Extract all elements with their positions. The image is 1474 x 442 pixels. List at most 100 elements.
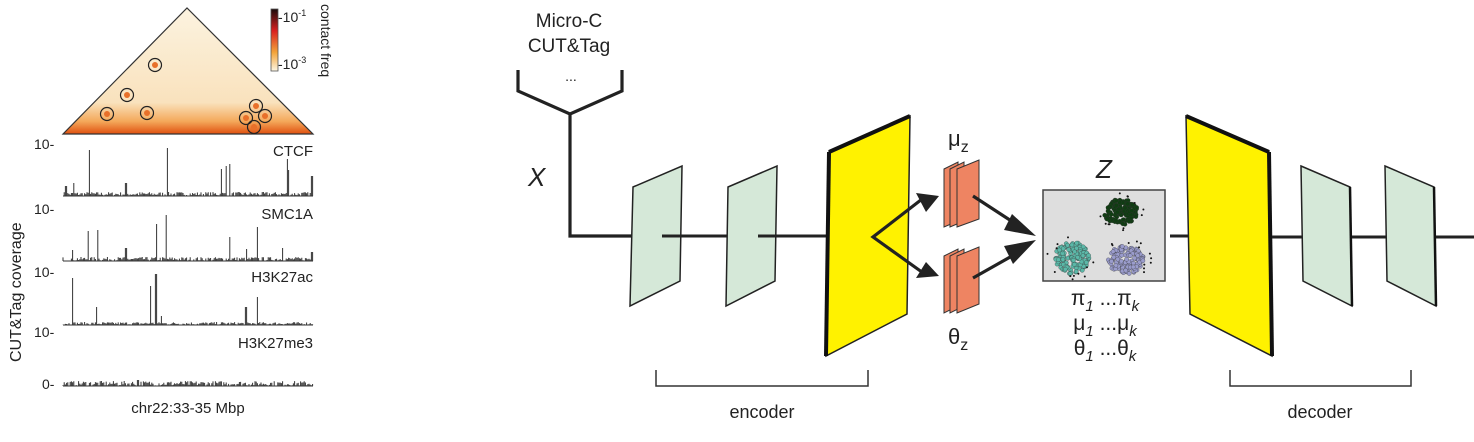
mu-z-layer	[956, 159, 980, 228]
encoder-dense-layer-1	[629, 164, 683, 308]
cluster-point	[1140, 258, 1146, 264]
cluster-point	[1135, 253, 1140, 258]
track-signal-smc1a	[62, 215, 314, 262]
track-zero-tick-h3k27me3: 0-	[42, 376, 55, 392]
cluster-point	[1109, 259, 1114, 264]
decoder-label: decoder	[1287, 402, 1352, 422]
layer-edge	[824, 151, 831, 357]
x-axis-label: chr22:33-35 Mbp	[131, 400, 244, 417]
track-tick-smc1a: 10-	[34, 201, 55, 217]
mu-z-stack: μz	[943, 126, 980, 228]
cluster-point	[1114, 203, 1119, 208]
latent-symbol-z: Z	[1095, 154, 1113, 184]
theta-z-layer	[956, 246, 980, 314]
input-symbol-x: X	[527, 162, 547, 192]
outlier-point	[1067, 236, 1069, 239]
gmm-param-mu: μ1 ...μk	[1073, 312, 1138, 340]
cluster-point	[1069, 242, 1075, 248]
outlier-point	[1071, 278, 1074, 281]
outlier-point	[1127, 242, 1130, 244]
loop-spot	[251, 124, 257, 130]
contact-map	[61, 7, 315, 135]
latent-space: Z	[1042, 154, 1166, 282]
coverage-tracks: 10- CTCF 10- SMC1A 10- H3K27ac 10- H3K27…	[34, 136, 313, 392]
outlier-point	[1110, 243, 1113, 245]
cluster-point	[1105, 205, 1111, 210]
bracket	[655, 370, 869, 387]
outlier-point	[1148, 252, 1151, 255]
split-connector	[870, 194, 927, 277]
loop-spot	[152, 62, 158, 68]
input-label-cuttag: CUT&Tag	[528, 36, 610, 57]
decoder-bottleneck-layer	[1185, 114, 1273, 358]
cluster-point	[1073, 269, 1079, 274]
cluster-point	[1126, 219, 1132, 224]
outlier-point	[1122, 229, 1125, 232]
cluster-point	[1122, 205, 1128, 211]
outlier-point	[1142, 208, 1145, 211]
outlier-point	[1107, 223, 1110, 226]
arrowhead	[1004, 240, 1036, 264]
cluster-point	[1129, 202, 1135, 208]
outlier-point	[1118, 192, 1121, 195]
cluster-point	[1129, 208, 1135, 213]
track-label-ctcf: CTCF	[273, 143, 313, 160]
cluster-point	[1120, 217, 1126, 222]
cluster-point	[1130, 264, 1136, 270]
outlier-point	[1135, 240, 1138, 243]
gmm-parameters: π1 ...πk μ1 ...μk θ1 ...θk	[1071, 287, 1141, 365]
layer-edge	[1432, 186, 1438, 307]
colorbar-tick-high: -10-1	[278, 8, 306, 25]
cluster-point	[1127, 253, 1133, 258]
cluster-point	[1124, 257, 1129, 262]
input-label-microc: Micro-C	[536, 11, 603, 32]
cluster-point	[1074, 245, 1079, 251]
loop-spot	[104, 111, 110, 117]
cluster-point	[1102, 212, 1107, 218]
cluster-point	[1134, 205, 1139, 210]
cluster-point	[1057, 247, 1062, 253]
bracket	[1229, 370, 1412, 387]
cluster-point	[1072, 249, 1077, 254]
colorbar: -10-1 -10-3 contact freq	[270, 4, 334, 77]
cluster-point	[1117, 200, 1123, 205]
loop-spot	[243, 115, 249, 121]
cluster-point	[1060, 246, 1066, 251]
outlier-point	[1140, 214, 1143, 217]
outlier-point	[1122, 227, 1125, 230]
cluster-point	[1119, 252, 1125, 258]
track-tick-ctcf: 10-	[34, 136, 55, 152]
cluster-point	[1111, 254, 1117, 260]
cluster-point	[1074, 240, 1079, 246]
loop-circle	[147, 57, 163, 73]
arrowhead-down	[916, 262, 939, 278]
cluster-point	[1079, 259, 1085, 265]
encoder-dense-layer-2	[725, 164, 778, 308]
colorbar-label: contact freq	[318, 4, 334, 77]
cluster-point	[1131, 260, 1136, 266]
loop-circle	[246, 119, 262, 135]
outlier-point	[1099, 215, 1102, 218]
cluster-point	[1109, 212, 1114, 217]
cluster-point	[1115, 209, 1120, 215]
track-label-h3k27ac: H3K27ac	[251, 269, 313, 286]
decoder-bracket: decoder	[1229, 370, 1412, 422]
loop-markers	[99, 57, 273, 135]
cluster-point	[1084, 260, 1089, 265]
cluster-point	[1104, 216, 1110, 222]
cluster-point	[1080, 244, 1086, 250]
cluster-point	[1072, 262, 1077, 267]
decoder-dense-layer-1	[1300, 164, 1353, 308]
outlier-point	[1092, 261, 1095, 264]
decoder-dense-layer-2	[1384, 164, 1437, 308]
loop-circle	[238, 110, 254, 126]
outlier-point	[1056, 243, 1059, 246]
theta-z-label: θz	[948, 324, 968, 354]
encoder-label: encoder	[729, 402, 794, 422]
colorbar-tick-low: -10-3	[278, 55, 306, 72]
arrowhead-up	[916, 193, 939, 212]
loop-circle	[139, 105, 155, 121]
outlier-point	[1150, 257, 1153, 260]
decoder	[1170, 114, 1474, 358]
